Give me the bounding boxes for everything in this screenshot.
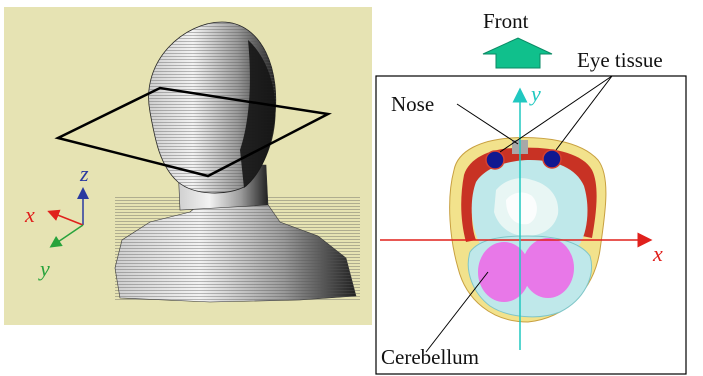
eye-left (486, 151, 504, 169)
nose-label: Nose (391, 92, 434, 116)
eye-tissue-label: Eye tissue (577, 48, 663, 72)
cerebellum-right-lobe (522, 238, 574, 298)
slice-y-label: y (529, 81, 541, 106)
left-x-label: x (24, 202, 35, 227)
left-y-label: y (38, 256, 50, 281)
cerebellum-left-lobe (478, 242, 530, 302)
left-z-label: z (79, 161, 89, 186)
cerebellum-label: Cerebellum (381, 345, 479, 369)
left-axis-triad (50, 190, 83, 246)
front-arrow-icon (483, 38, 552, 68)
eye-right (543, 150, 561, 168)
front-label: Front (483, 9, 529, 33)
slice-x-label: x (652, 241, 663, 266)
